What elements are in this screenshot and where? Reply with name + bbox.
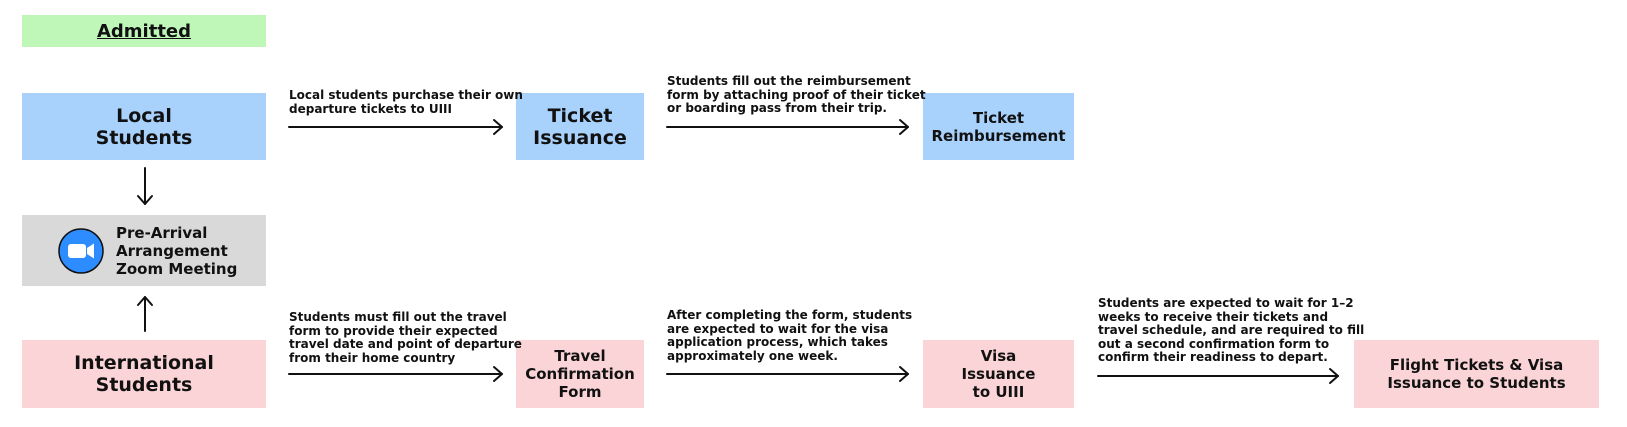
arrow-visa-to-flight [1097,368,1339,384]
ticket-issuance-node: Ticket Issuance [516,93,644,160]
ticket-reimbursement-label: Ticket Reimbursement [931,108,1066,145]
ticket-reimbursement-node: Ticket Reimbursement [923,93,1074,160]
local-students-node: Local Students [22,93,266,160]
admitted-label: Admitted [96,20,192,42]
edge-label-local-to-ticket: Local students purchase their own depart… [289,88,523,116]
travel-confirmation-label: Travel Confirmation Form [525,347,635,401]
international-students-label: International Students [74,352,214,396]
zoom-icon [58,227,104,274]
flight-tickets-node: Flight Tickets & Visa Issuance to Studen… [1354,340,1599,408]
edge-label-intl-to-travel: Students must fill out the travel form t… [289,310,522,365]
edge-label-visa-to-flight: Students are expected to wait for 1–2 we… [1098,296,1365,364]
travel-confirmation-node: Travel Confirmation Form [516,340,644,408]
zoom-meeting-node: Pre-Arrival Arrangement Zoom Meeting [22,215,266,286]
arrow-intl-to-zoom [137,296,153,332]
visa-issuance-label: Visa Issuance to UIII [961,347,1036,401]
arrow-intl-to-travel [288,366,503,382]
visa-issuance-node: Visa Issuance to UIII [923,340,1074,408]
edge-label-travel-to-visa: After completing the form, students are … [667,308,913,363]
local-students-label: Local Students [95,104,193,149]
arrow-local-to-zoom [137,167,153,205]
arrow-ticket-to-reimbursement [666,119,909,135]
international-students-node: International Students [22,340,266,408]
arrow-local-to-ticket [288,119,503,135]
flight-tickets-label: Flight Tickets & Visa Issuance to Studen… [1387,356,1566,392]
arrow-travel-to-visa [666,366,909,382]
edge-label-ticket-to-reimbursement: Students fill out the reimbursement form… [667,74,926,115]
admitted-header: Admitted [22,15,266,47]
zoom-meeting-label: Pre-Arrival Arrangement Zoom Meeting [116,223,238,278]
ticket-issuance-label: Ticket Issuance [533,104,627,149]
